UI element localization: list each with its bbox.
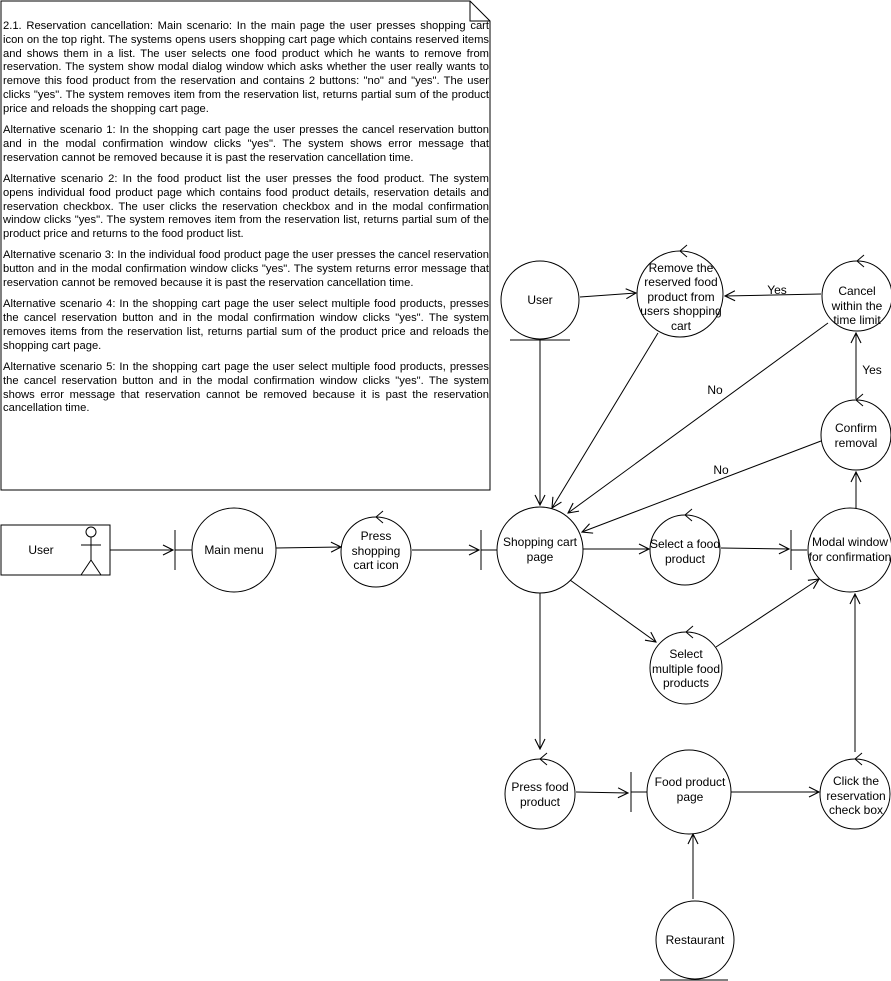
main-menu-label: Main menu	[204, 542, 264, 557]
edge-label-yes: Yes	[767, 282, 787, 297]
user-entity-label: User	[527, 292, 553, 307]
confirm-removal-label: Confirm removal	[834, 421, 878, 450]
control-press-food	[504, 752, 576, 830]
scenario-note	[0, 0, 491, 491]
remove-reserved-label: Remove the reserved food product from us…	[640, 260, 722, 333]
edge-remove-cart	[552, 332, 659, 508]
control-select-multiple	[649, 625, 723, 705]
edge-cancel-remove	[725, 294, 822, 296]
note-paragraph: Alternative scenario 3: In the individua…	[3, 249, 489, 290]
select-food-label: Select a food product	[649, 537, 721, 566]
note-paragraph: Alternative scenario 2: In the food prod…	[3, 172, 489, 241]
cancel-limit-label: Cancel within the time limit	[831, 284, 883, 328]
click-checkbox-label: Click the reservation check box	[826, 774, 886, 818]
edge-cart-selectmultiple	[569, 579, 656, 642]
stick-figure-icon	[80, 526, 102, 576]
select-multiple-label: Select multiple food products	[651, 647, 721, 691]
edge-label-yes: Yes	[862, 362, 882, 377]
actor-user-box	[0, 524, 111, 576]
note-paragraph: Alternative scenario 1: In the shopping …	[3, 124, 489, 164]
restaurant-entity	[655, 900, 735, 981]
scenario-note-text: 2.1. Reservation cancellation: Main scen…	[3, 20, 489, 424]
note-paragraph: Alternative scenario 5: In the shopping …	[3, 361, 489, 415]
modal-window-label: Modal window for confirmation	[808, 535, 891, 564]
edge-confirm-cart-no	[582, 440, 822, 532]
edges	[110, 293, 856, 899]
edge-pressfood-foodpage	[575, 792, 628, 793]
note-paragraph: Alternative scenario 4: In the shopping …	[3, 298, 489, 352]
edge-cancel-cart-no	[568, 322, 829, 513]
restaurant-label: Restaurant	[665, 932, 725, 947]
control-cancel-limit	[821, 254, 891, 332]
edge-label-no: No	[713, 462, 729, 477]
food-page-label: Food product page	[654, 775, 726, 804]
edge-user-remove	[579, 293, 636, 297]
edge-mainmenu-presscart	[275, 547, 341, 548]
shopping-cart-label: Shopping cart page	[502, 535, 578, 564]
note-paragraph: 2.1. Reservation cancellation: Main scen…	[3, 20, 489, 115]
control-confirm-removal	[820, 393, 891, 471]
control-click-checkbox	[819, 752, 891, 830]
press-food-label: Press food product	[511, 780, 569, 809]
actor-user-label: User	[28, 542, 54, 557]
edge-selectmultiple-modal	[715, 579, 819, 648]
control-select-food	[649, 508, 721, 586]
edge-label-no: No	[707, 382, 723, 397]
press-cart-label: Press shopping cart icon	[351, 529, 401, 573]
main-menu-boundary	[174, 507, 277, 593]
edge-selectfood-modal	[720, 548, 789, 549]
modal-window-boundary	[790, 507, 891, 593]
